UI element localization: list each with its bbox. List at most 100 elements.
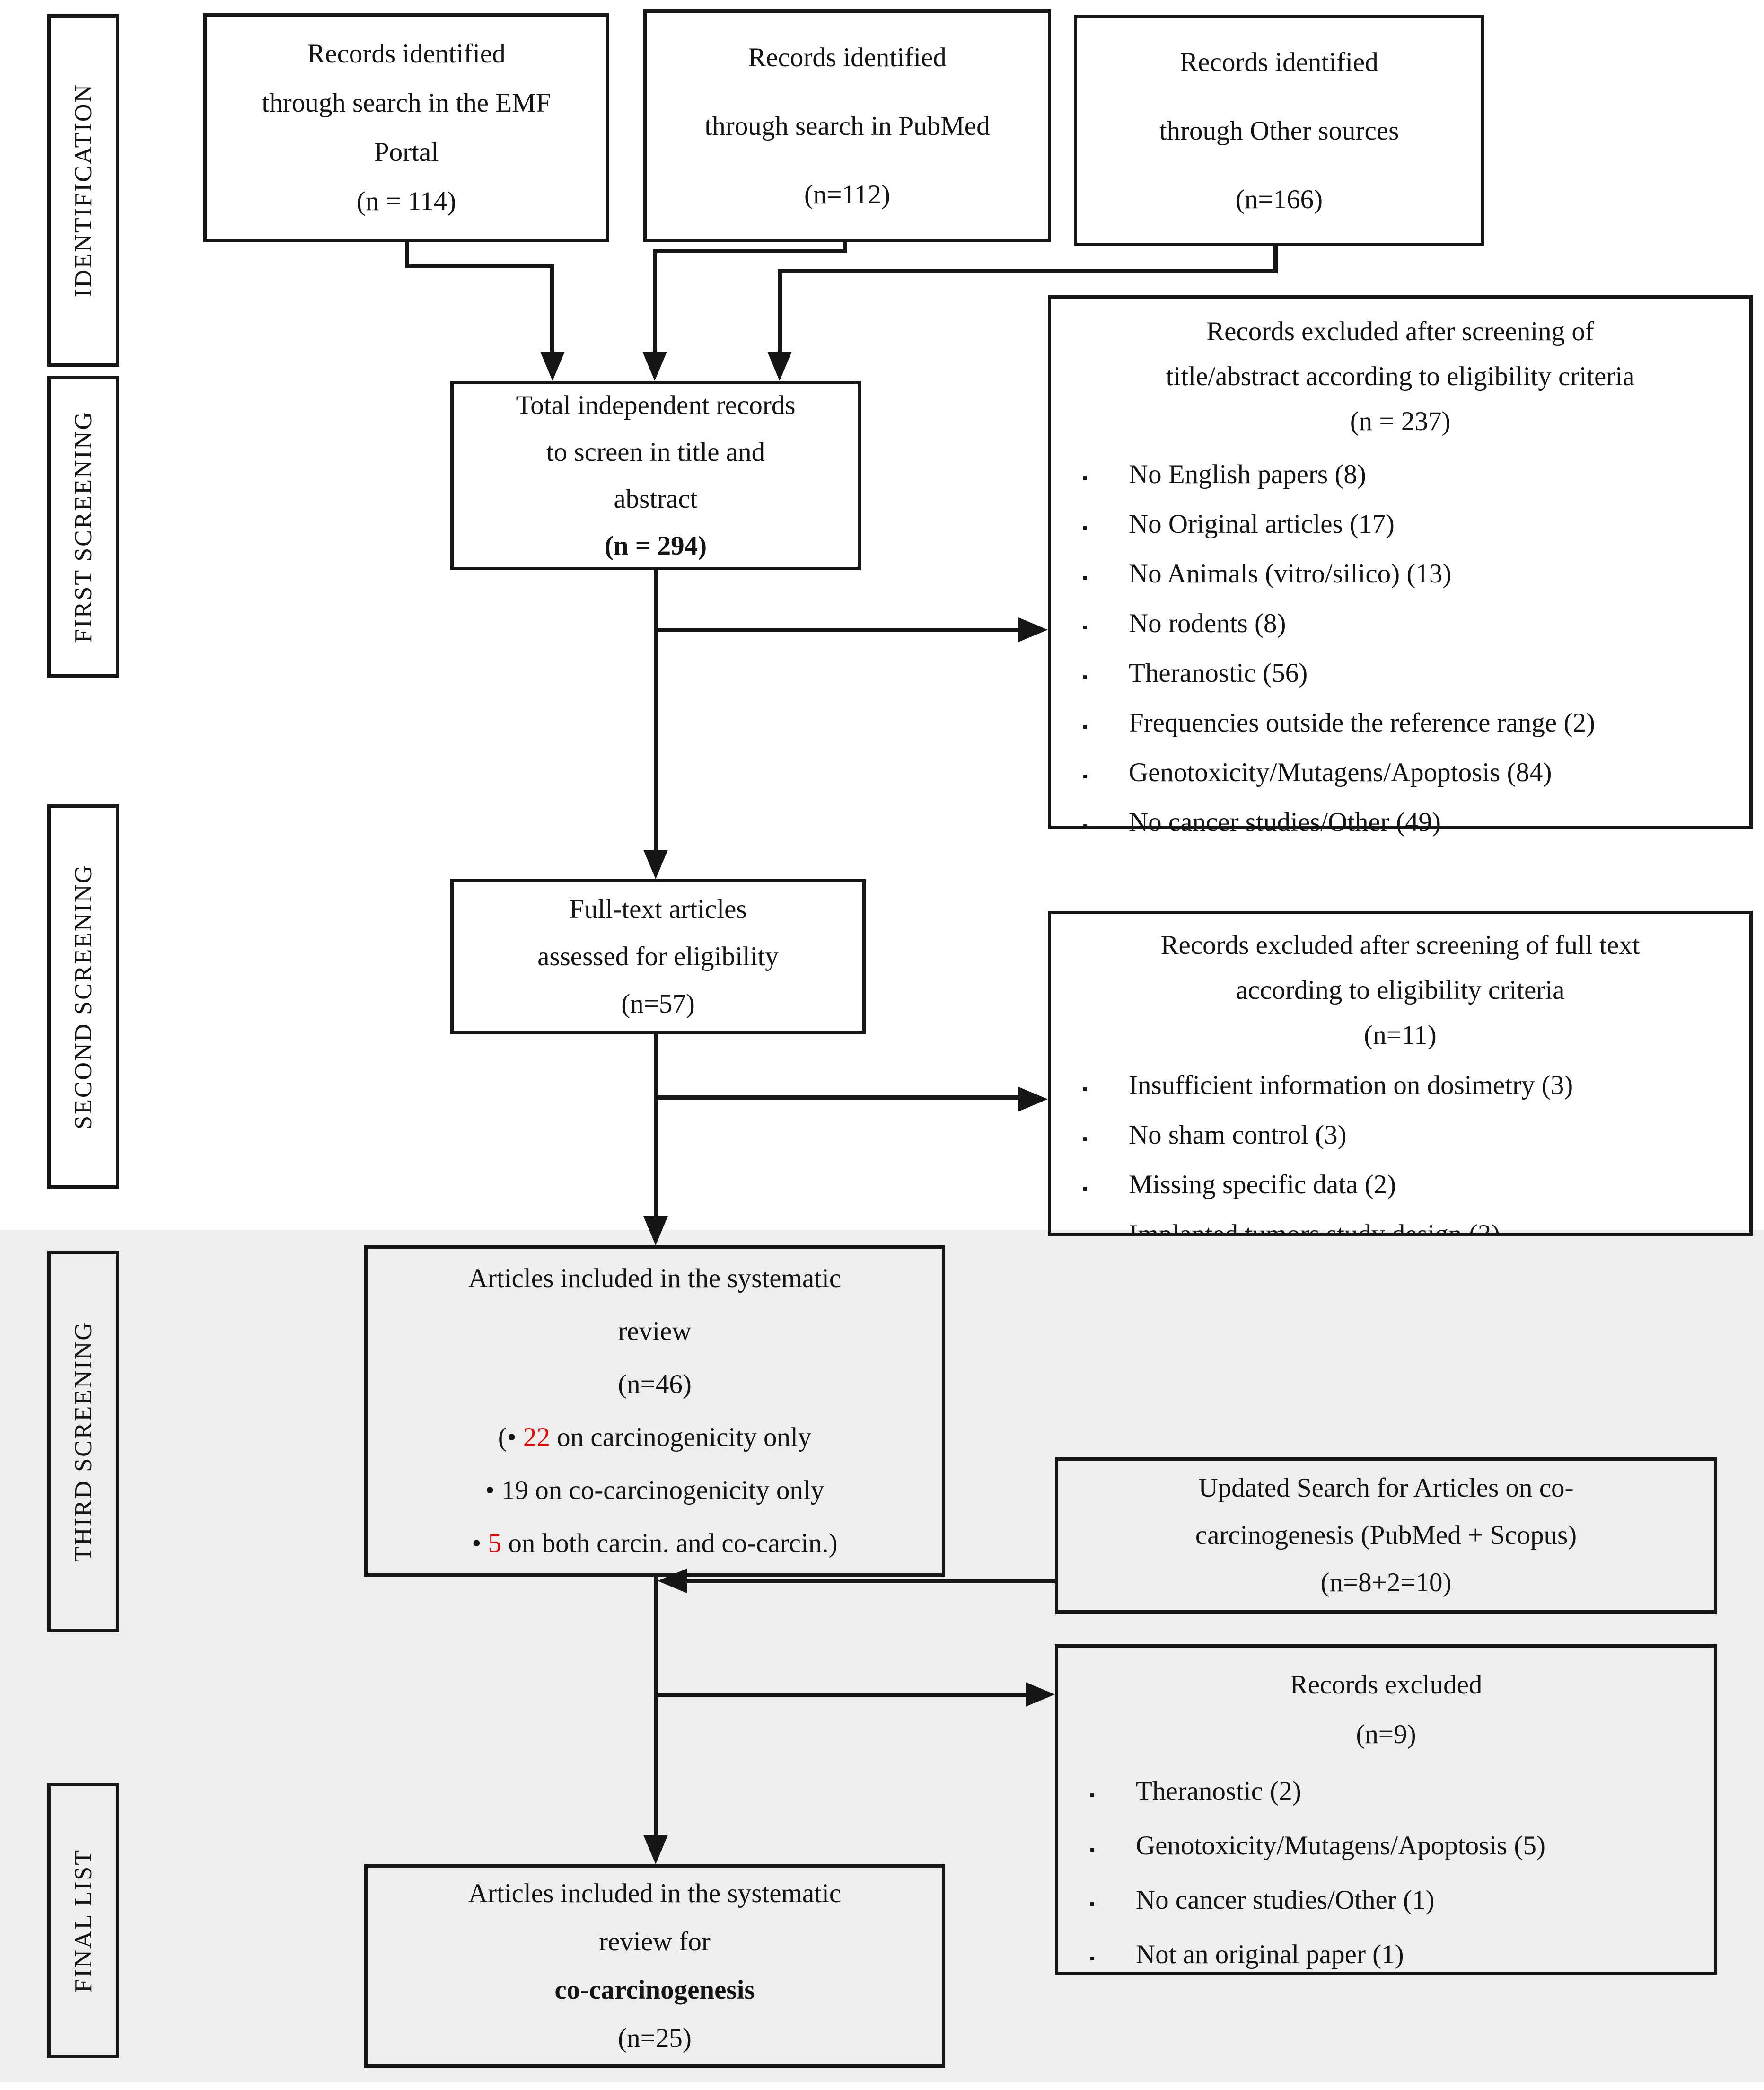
bullet-text: No cancer studies/Other (1) [1136, 1885, 1435, 1915]
stage-label-final-list: FINAL LIST [47, 1783, 119, 2058]
connector-line [656, 1693, 1026, 1697]
bullet-text: Missing specific data (2) [1129, 1170, 1396, 1199]
text-line: (n=46) [618, 1369, 692, 1399]
connector-line [405, 264, 554, 268]
exclusion-list: ▪Insufficient information on dosimetry (… [1051, 1062, 1749, 1233]
bullet-text: Theranostic (2) [1136, 1776, 1301, 1806]
text-line: Portal [374, 137, 439, 167]
bullet-text: No English papers (8) [1129, 459, 1366, 489]
bullet-square-icon: ▪ [1082, 618, 1088, 635]
text-line: Updated Search for Articles on co- [1198, 1473, 1574, 1503]
connector-line [778, 269, 1277, 273]
text-line: Records excluded [1290, 1670, 1483, 1700]
text-line: to screen in title and [546, 437, 765, 467]
connector-line [653, 249, 657, 356]
bullet-row: ▪ No cancer studies/Other (1) [1089, 1875, 1714, 1929]
item-prefix: • [485, 1475, 501, 1505]
text-line: (n=112) [804, 179, 890, 210]
bullet-text: Theranostic (56) [1129, 658, 1308, 688]
text-line-n: (n = 294) [604, 531, 707, 561]
bullet-square-icon: ▪ [1082, 718, 1088, 735]
bullet-square-icon: ▪ [1082, 767, 1088, 785]
arrow-down-icon [540, 352, 565, 381]
bullet-square-icon: ▪ [1082, 817, 1088, 834]
bullet-text: Not an original paper (1) [1136, 1940, 1404, 1969]
connector-line [1273, 246, 1278, 273]
box-records-other-sources: Records identified through Other sources… [1074, 15, 1484, 246]
connector-line [405, 242, 409, 268]
stage-label-text: IDENTIFICATION [70, 83, 97, 298]
stage-label-identification: IDENTIFICATION [47, 14, 119, 367]
bullet-square-icon: ▪ [1082, 1130, 1088, 1147]
bullet-row: ▪ Not an original paper (1) [1089, 1929, 1714, 1984]
bullet-row: ▪Genotoxicity/Mutagens/Apoptosis (5) [1089, 1820, 1714, 1875]
bullet-square-icon: ▪ [1082, 1215, 1129, 1233]
text-line: Articles included in the systematic [468, 1263, 842, 1293]
box-final-co-carcinogenesis: Articles included in the systematic revi… [364, 1864, 945, 2068]
arrow-down-icon [643, 1216, 668, 1245]
bullet-square-icon: ▪ [1082, 469, 1088, 486]
bullet-text: No Animals (vitro/silico) (13) [1129, 559, 1452, 589]
bullet-square-icon: ▪ [1089, 1949, 1095, 1967]
text-line: through search in PubMed [704, 111, 990, 141]
arrow-down-icon [642, 352, 667, 381]
text-line: Records identified [748, 42, 947, 72]
item-suffix: on co-carcinogenicity only [528, 1475, 825, 1505]
connector-line [653, 249, 847, 253]
text-line: review [618, 1316, 692, 1346]
stage-label-text: THIRD SCREENING [70, 1321, 97, 1562]
bullet-text: No Original articles (17) [1129, 509, 1395, 539]
bullet-row: ▪Genotoxicity/Mutagens/Apoptosis (84) [1082, 750, 1749, 799]
bullet-square-icon: ▪ [1082, 519, 1088, 536]
bullet-row: ▪Insufficient information on dosimetry (… [1082, 1062, 1749, 1112]
item-suffix: on carcinogenicity only [550, 1422, 812, 1452]
stage-label-text: FIRST SCREENING [70, 411, 97, 643]
bullet-row: ▪ Frequencies outside the reference range… [1082, 700, 1749, 750]
box-excluded-fulltext: Records excluded after screening of full… [1048, 911, 1753, 1236]
text-line: (n = 114) [356, 186, 456, 216]
bullet-text: No cancer studies/Other (49) [1129, 807, 1441, 837]
text-line: through search in the EMF [262, 88, 551, 118]
text-line: assessed for eligibility [537, 941, 779, 971]
exclusion-heading: Records excluded (n=9) [1058, 1660, 1714, 1759]
text-line: title/abstract according to eligibility … [1166, 362, 1635, 391]
connector-line [843, 242, 847, 253]
connector-line [654, 1577, 658, 1836]
arrow-right-icon [1026, 1682, 1055, 1707]
box-excluded-title-abstract: Records excluded after screening of titl… [1048, 295, 1753, 837]
text-line: (n=8+2=10) [1320, 1568, 1452, 1597]
exclusion-heading: Records excluded after screening of titl… [1051, 309, 1749, 444]
bullet-square-icon: ▪ [1089, 1786, 1095, 1803]
text-line: Records identified [307, 39, 506, 69]
bullet-square-icon: ▪ [1089, 1895, 1095, 1912]
bullet-square-icon: ▪ [1082, 1180, 1088, 1197]
bullet-square-icon: ▪ [1089, 1841, 1095, 1858]
carcinogenicity-item: (• 22 on carcinogenicity only [498, 1411, 812, 1464]
text-line: (n=11) [1364, 1020, 1437, 1050]
third-screening-final-list-background [0, 1230, 1764, 2082]
box-articles-included-systematic-review: Articles included in the systematic revi… [364, 1245, 945, 1577]
text-line: Records excluded after screening of full… [1160, 930, 1640, 960]
text-line-bold: co-carcinogenesis [554, 1975, 755, 2005]
exclusion-list: ▪ Theranostic (2) ▪Genotoxicity/Mutagens/… [1058, 1766, 1714, 1984]
stage-label-text: SECOND SCREENING [70, 864, 97, 1129]
arrow-right-icon [1018, 617, 1048, 642]
arrow-down-icon [643, 1835, 668, 1864]
item-count: 19 [501, 1475, 528, 1505]
arrow-right-icon [1018, 1087, 1048, 1111]
text-line: abstract [614, 484, 698, 514]
connector-line [654, 570, 658, 852]
bullet-row: ▪Implanted tumors study design (3) [1082, 1211, 1749, 1233]
bullet-text: No sham control (3) [1129, 1120, 1347, 1150]
bullet-row: ▪ No Original articles (17) [1082, 501, 1749, 551]
bullet-row: ▪ No sham control (3) [1082, 1112, 1749, 1162]
bullet-row: ▪No Animals (vitro/silico) (13) [1082, 551, 1749, 600]
arrow-down-icon [643, 850, 668, 879]
arrow-left-icon [658, 1569, 687, 1593]
text-line: Records identified [1180, 47, 1378, 77]
both-carcin-item: • 5 on both carcin. and co-carcin.) [472, 1517, 837, 1570]
connector-line [654, 1034, 658, 1217]
bullet-text: Frequencies outside the reference range … [1129, 708, 1595, 738]
box-total-records: Total independent records to screen in t… [450, 381, 861, 570]
